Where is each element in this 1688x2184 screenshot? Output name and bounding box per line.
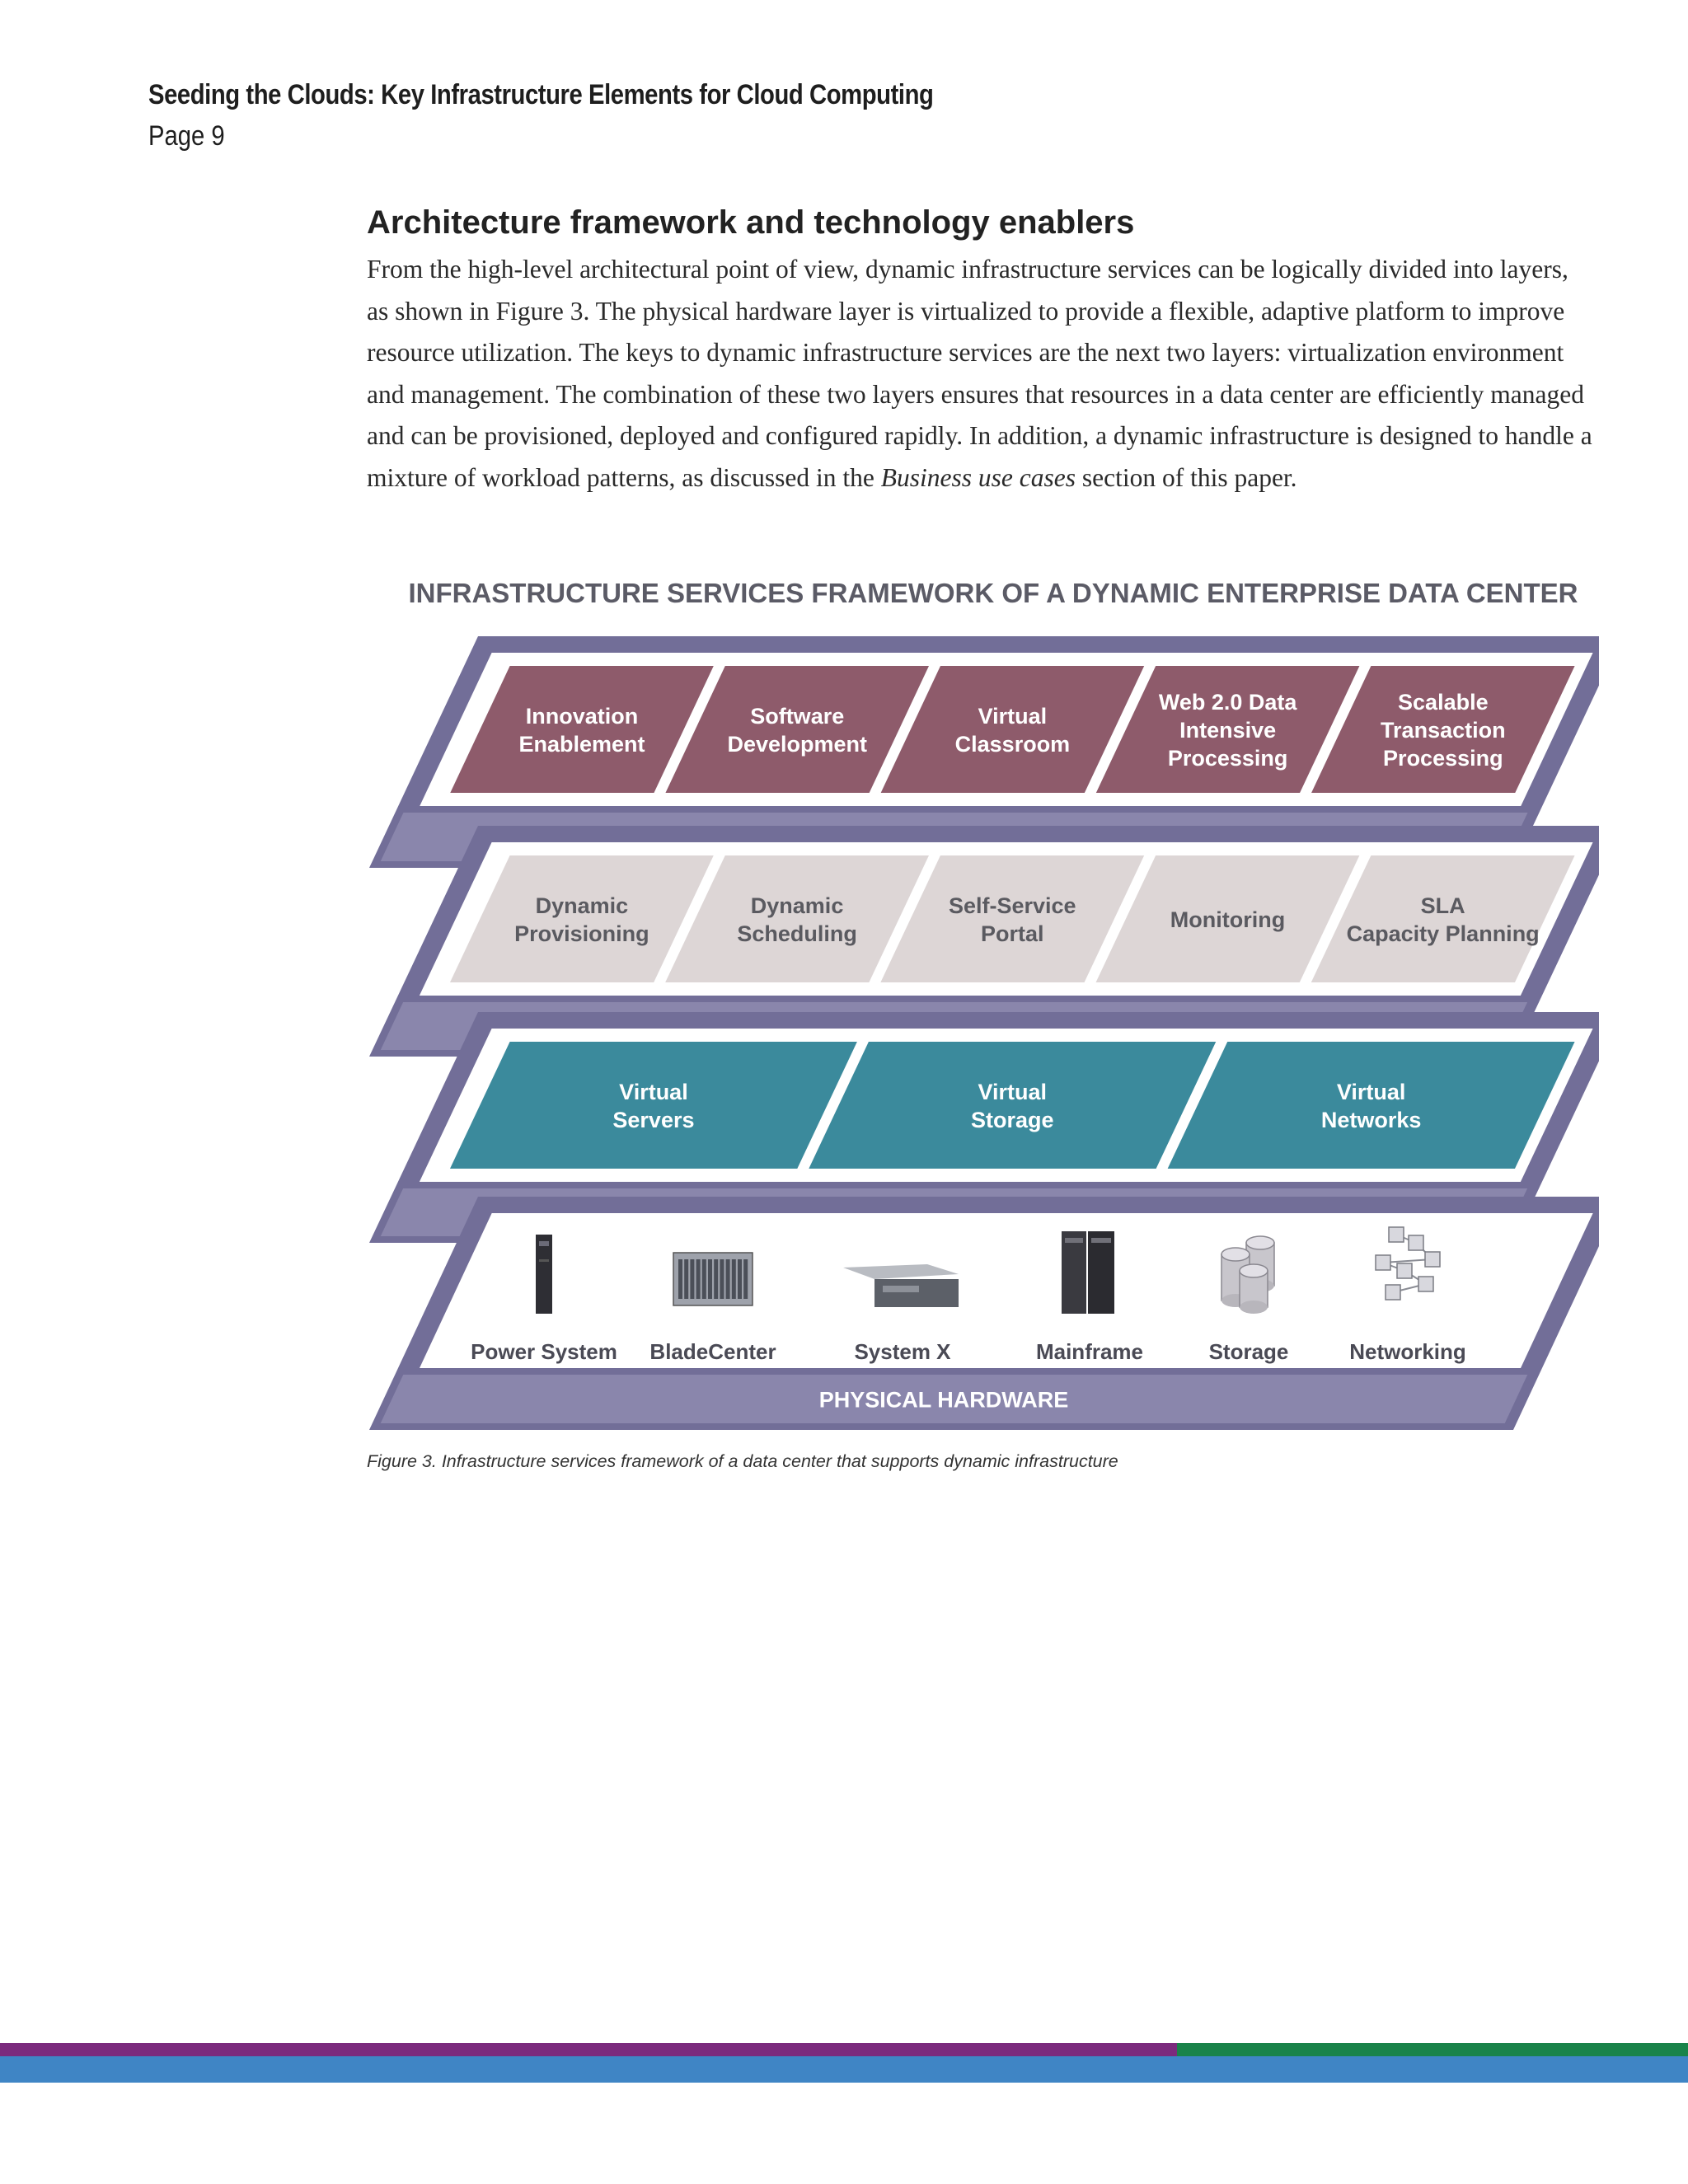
hardware-label: System X: [854, 1339, 951, 1364]
tile-label: Classroom: [955, 732, 1071, 757]
networking-icon: [1375, 1226, 1441, 1301]
tile-label: Processing: [1383, 746, 1503, 771]
footer-band-blue: [0, 2056, 1688, 2083]
section-heading: Architecture framework and technology en…: [367, 204, 1135, 241]
mainframe-icon: [1062, 1231, 1114, 1314]
hardware-label: Mainframe: [1036, 1339, 1143, 1364]
tile-label: Innovation: [526, 704, 639, 729]
page-number: Page 9: [148, 120, 225, 152]
tile-label: Networks: [1321, 1108, 1422, 1132]
tile-self-service-portal: [880, 855, 1145, 982]
tile-monitoring: [1095, 855, 1360, 982]
tile-label: Capacity Planning: [1347, 921, 1540, 946]
tile-label: Scheduling: [737, 921, 857, 946]
tile-label: Development: [727, 732, 867, 757]
tile-label: Virtual: [978, 704, 1048, 729]
document-title: Seeding the Clouds: Key Infrastructure E…: [148, 79, 934, 110]
tile-dynamic-scheduling: [665, 855, 929, 982]
tile-software-development: [665, 666, 930, 793]
tile-label: Web 2.0 Data: [1159, 690, 1298, 715]
footer-band-green: [1177, 2043, 1688, 2056]
tile-sla-capacity-planning: [1311, 855, 1575, 982]
footer-band-purple: [0, 2043, 1177, 2056]
power-system-icon: [536, 1235, 552, 1314]
layer-panel-3: [419, 1213, 1593, 1368]
tile-label: Enablement: [519, 732, 645, 757]
tile-label: Self-Service: [949, 893, 1076, 918]
tile-label: Virtual: [1337, 1080, 1406, 1104]
paragraph-text-end: section of this paper.: [1075, 462, 1297, 492]
tile-label: Scalable: [1398, 690, 1489, 715]
tile-dynamic-provisioning: [449, 855, 714, 982]
tile-virtual-servers: [449, 1042, 857, 1169]
hardware-label: Storage: [1209, 1339, 1289, 1364]
framework-figure: INFRASTRUCTURE SERVICES FRAMEWORK OF A D…: [363, 569, 1599, 1442]
tile-label: Virtual: [978, 1080, 1048, 1104]
bladecenter-icon: [673, 1252, 753, 1306]
tile-innovation-enablement: [450, 666, 714, 793]
figure-title: INFRASTRUCTURE SERVICES FRAMEWORK OF A D…: [408, 578, 1578, 608]
system-x-icon: [843, 1264, 959, 1307]
tile-label: Servers: [612, 1108, 694, 1132]
tile-label: Software: [750, 704, 844, 729]
hardware-label: Power System: [471, 1339, 617, 1364]
paragraph-emphasis: Business use cases: [880, 462, 1076, 492]
framework-diagram: INFRASTRUCTURE SERVICES FRAMEWORK OF A D…: [369, 578, 1599, 1430]
storage-icon: [1221, 1235, 1275, 1314]
tile-label: SLA: [1421, 893, 1465, 918]
tile-label: Dynamic: [751, 893, 844, 918]
layer-label-physical-hardware: PHYSICAL HARDWARE: [819, 1388, 1069, 1413]
tile-label: Storage: [971, 1108, 1054, 1132]
tile-virtual-networks: [1167, 1042, 1575, 1169]
body-paragraph: From the high-level architectural point …: [367, 249, 1595, 499]
hardware-label: Networking: [1349, 1339, 1466, 1364]
tile-label: Processing: [1168, 746, 1288, 771]
tile-label: Intensive: [1179, 718, 1276, 743]
layer-band-3: [380, 1375, 1528, 1423]
tile-label: Virtual: [619, 1080, 688, 1104]
tile-virtual-classroom: [880, 666, 1145, 793]
tile-label: Dynamic: [536, 893, 629, 918]
tile-label: Transaction: [1381, 718, 1506, 743]
tile-label: Monitoring: [1170, 907, 1285, 932]
tile-scalable-transaction-processing: [1311, 666, 1575, 793]
paragraph-text: From the high-level architectural point …: [367, 255, 1592, 492]
tile-label: Provisioning: [514, 921, 649, 946]
tile-label: Portal: [981, 921, 1044, 946]
figure-caption: Figure 3. Infrastructure services framew…: [367, 1451, 1118, 1471]
tile-virtual-storage: [809, 1042, 1217, 1169]
tile-web-2-0-data-intensive-processing: [1095, 666, 1360, 793]
hardware-label: BladeCenter: [649, 1339, 776, 1364]
